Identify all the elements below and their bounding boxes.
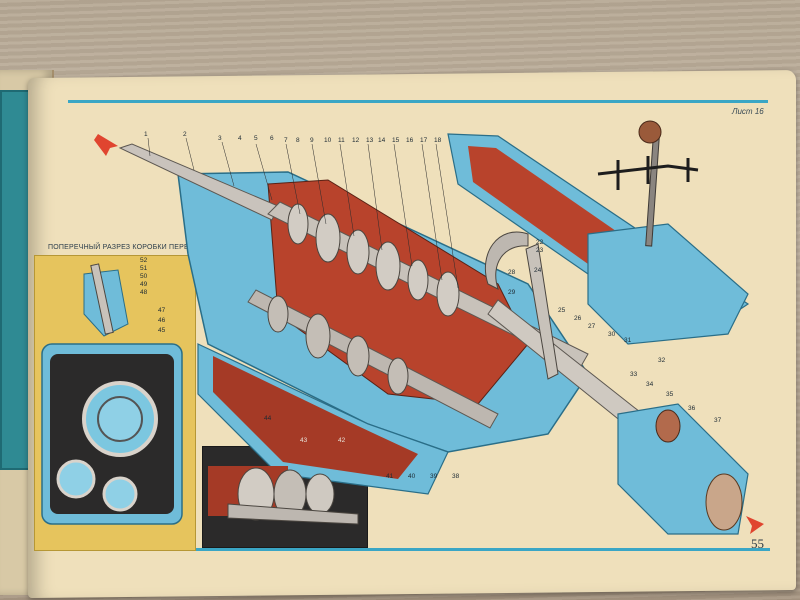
right-callouts: 22 23 24 25 26 27 28 29 30 31 32 33 34 3… (508, 239, 722, 424)
callout-label: 23 (536, 247, 544, 254)
callout-label: 42 (338, 437, 346, 444)
rear-bearing (655, 409, 681, 443)
callout-label: 10 (324, 137, 332, 144)
main-shaft-gears (287, 203, 460, 317)
callout-label: 46 (158, 317, 166, 324)
callout-label: 26 (574, 315, 582, 322)
callout-label: 50 (140, 273, 148, 280)
callout-label: 38 (452, 473, 460, 480)
callout-label: 9 (310, 137, 314, 144)
callout-label: 37 (714, 417, 722, 424)
callout-label: 49 (140, 281, 148, 288)
cross-section-drawing (41, 263, 183, 525)
gearbox-cutaway-illustration: 1 2 3 4 5 6 7 8 9 10 11 12 13 14 15 16 1… (41, 120, 764, 535)
callout-label: 52 (140, 257, 148, 264)
callout-label: 14 (378, 137, 386, 144)
callout-label: 27 (588, 323, 596, 330)
lower-callouts: 38 39 40 41 44 (264, 415, 460, 480)
shift-fork (484, 231, 529, 290)
callout-label: 2 (183, 131, 187, 138)
callout-label: 43 (300, 437, 308, 444)
main-callout-leaders (147, 137, 459, 289)
callout-label: 11 (338, 137, 345, 144)
bottom-blue-rule (58, 548, 770, 551)
callout-label: 40 (408, 473, 416, 480)
callout-label: 18 (434, 137, 442, 144)
page-content: Лист 16 55 ПОПЕРЕЧНЫЙ РАЗРЕЗ КОРОБКИ ПЕР… (28, 74, 796, 594)
callout-label: 17 (420, 137, 428, 144)
callout-label: 29 (508, 289, 516, 296)
callout-label: 36 (688, 405, 696, 412)
shift-fork-arm (525, 243, 559, 380)
page-header-tag: Лист 16 (732, 107, 764, 116)
callout-label: 48 (140, 289, 148, 296)
page-number: 55 (751, 536, 764, 551)
callout-label: 28 (508, 269, 516, 276)
callout-label: 47 (158, 307, 166, 314)
left-inset-callouts: 52 51 50 49 48 47 46 45 (140, 257, 166, 334)
gear-lever-knob (638, 120, 662, 144)
callout-label: 31 (624, 337, 632, 344)
callout-label: 39 (430, 473, 438, 480)
callout-label: 3 (218, 135, 222, 142)
callout-label: 32 (658, 357, 666, 364)
callout-label: 4 (238, 135, 242, 142)
callout-label: 6 (270, 135, 274, 142)
lower-cavity (213, 356, 418, 479)
callout-label: 24 (534, 267, 542, 274)
callout-label: 45 (158, 327, 166, 334)
callout-label: 22 (536, 239, 544, 246)
callout-label: 15 (392, 137, 400, 144)
callout-label: 25 (558, 307, 566, 314)
output-arrow-icon (746, 516, 764, 534)
callout-label: 41 (386, 473, 394, 480)
output-flange (705, 473, 743, 531)
input-arrow-icon (94, 134, 118, 156)
callout-label: 34 (646, 381, 654, 388)
top-blue-rule (68, 100, 768, 103)
callout-label: 51 (140, 265, 148, 272)
callout-label: 5 (254, 135, 258, 142)
shift-pattern-icon (597, 156, 699, 190)
counter-shaft-gears (267, 295, 409, 395)
main-callouts: 1 2 3 4 5 6 7 8 9 10 11 12 13 14 15 16 1… (144, 131, 442, 144)
shift-tower (587, 223, 749, 345)
callout-label: 30 (608, 331, 616, 338)
bottom-inset-callouts: 43 42 (300, 437, 346, 444)
callout-label: 33 (630, 371, 638, 378)
inset-caption: ПОПЕРЕЧНЫЙ РАЗРЕЗ КОРОБКИ ПЕРЕДАЧ (48, 244, 204, 251)
callout-label: 35 (666, 391, 674, 398)
gear-detail-drawing (208, 466, 359, 525)
callout-label: 7 (284, 137, 288, 144)
callout-label: 44 (264, 415, 272, 422)
callout-label: 16 (406, 137, 414, 144)
callout-label: 1 (144, 131, 148, 138)
callout-label: 13 (366, 137, 374, 144)
callout-label: 8 (296, 137, 300, 144)
callout-label: 12 (352, 137, 360, 144)
